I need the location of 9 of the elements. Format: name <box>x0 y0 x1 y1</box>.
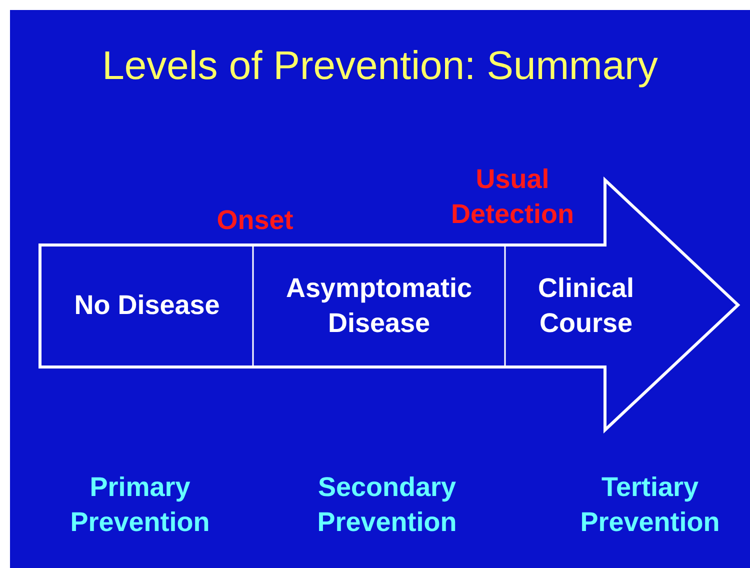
prevention-label: Tertiary Prevention <box>579 471 721 540</box>
prevention-label: Secondary Prevention <box>316 471 458 540</box>
slide-title: Levels of Prevention: Summary <box>101 43 659 90</box>
milestone-label: Onset <box>216 204 294 237</box>
milestone-label: Usual Detection <box>450 163 576 232</box>
prevention-label: Primary Prevention <box>69 471 211 540</box>
stage-text: Clinical Course <box>536 272 636 340</box>
stage-text: Asymptomatic Disease <box>284 272 474 340</box>
stage-text: No Disease <box>74 289 220 322</box>
